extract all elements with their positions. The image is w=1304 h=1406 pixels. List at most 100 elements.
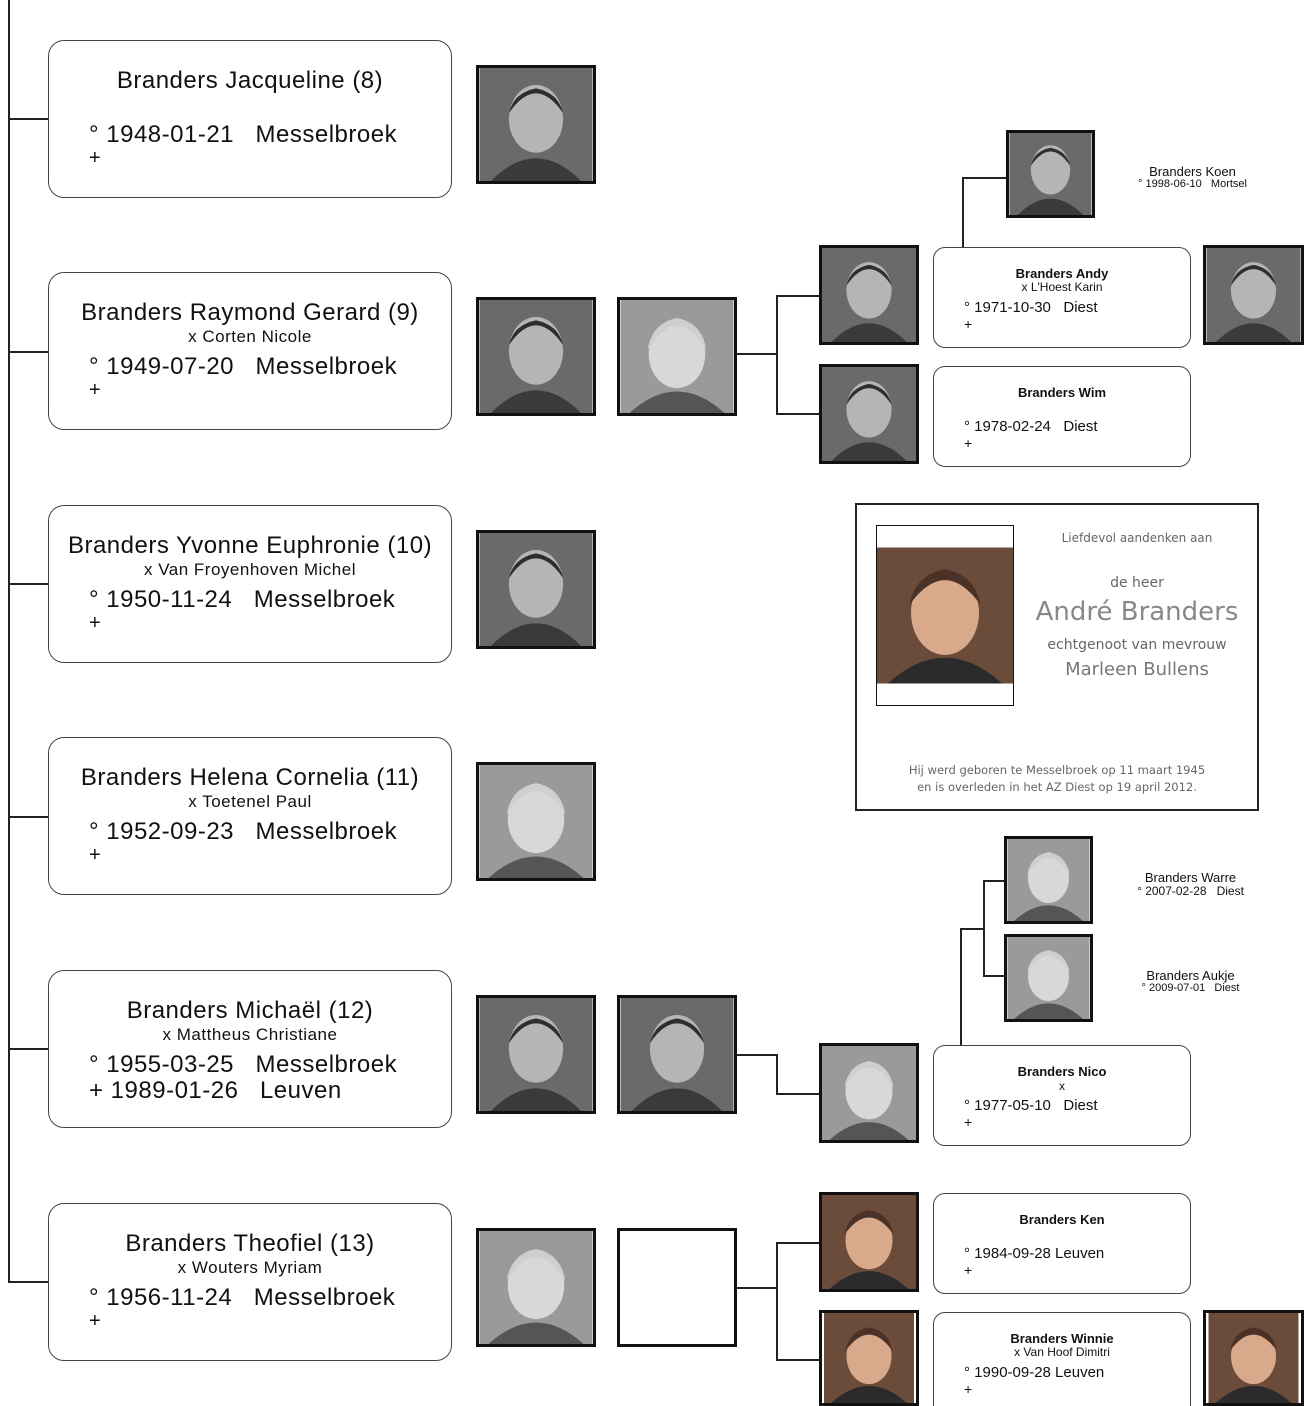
photo-yvonne [476,530,596,649]
branch-theofiel-vertical [776,1242,778,1360]
person-card-winnie: Branders Winnie x Van Hoof Dimitri ° 199… [933,1312,1191,1406]
person-card-yvonne: Branders Yvonne Euphronie (10) x Van Fro… [48,505,452,663]
memorial-footer-1: Hij werd geboren te Messelbroek op 11 ma… [908,763,1206,777]
branch-to-ken [776,1242,820,1244]
birth-line: ° 1971-10-30 Diest [964,299,1098,316]
person-name: Branders Helena Cornelia (11) [80,764,420,791]
person-name: Branders Theofiel (13) [125,1230,375,1257]
connector-child-6 [8,1281,48,1283]
death-line: + [964,1381,973,1397]
death-line: + [964,316,973,332]
death-line: + [89,844,102,866]
spouse-line: x Wouters Myriam [177,1258,323,1277]
photo-spouse-christiane [617,995,737,1114]
branch-to-winnie [776,1359,820,1361]
branch-nico-up [960,928,962,1045]
great-grandchild-name-koen: Branders Koen [1149,164,1236,179]
memorial-spouse: Marleen Bullens [1065,659,1209,680]
connector-child-1 [8,118,48,120]
branch-raymond [737,353,777,355]
branch-to-wim [776,413,820,415]
person-name: Branders Ken [1019,1212,1105,1227]
person-card-helena: Branders Helena Cornelia (11) x Toetenel… [48,737,452,895]
person-name: Branders Raymond Gerard (9) [81,299,419,326]
branch-nico-vertical [983,880,985,976]
spouse-line: x Van Froyenhoven Michel [143,560,356,579]
photo-spouse-myriam-empty [617,1228,737,1347]
person-name: Branders Wim [1017,385,1107,400]
spouse-line: x Van Hoof Dimitri [1014,1345,1110,1359]
photo-wim [819,364,919,464]
death-line: + 1989-01-26 Leuven [89,1077,342,1104]
person-card-nico: Branders Nico x ° 1977-05-10 Diest + [933,1045,1191,1146]
trunk-line [8,0,10,1283]
connector-child-3 [8,583,48,585]
spouse-line: x [1059,1079,1065,1093]
photo-aukje [1004,934,1093,1022]
death-line: + [964,435,973,451]
birth-line: ° 1956-11-24 Messelbroek [89,1284,396,1311]
person-name: Branders Nico [1017,1064,1107,1079]
branch-michael [737,1054,777,1056]
birth-line: ° 1950-11-24 Messelbroek [89,586,396,613]
branch-raymond-vertical [776,295,778,414]
birth-line: ° 1949-07-20 Messelbroek [89,353,398,380]
spouse-line: x Corten Nicole [188,327,312,346]
great-grandchild-birth-koen: ° 1998-06-10 Mortsel [1138,178,1247,190]
memorial-card: Liefdevol aandenken aan de heer André Br… [855,503,1259,811]
great-grandchild-name-aukje: Branders Aukje [1146,968,1235,983]
person-card-michael: Branders Michaël (12) x Mattheus Christi… [48,970,452,1128]
photo-andy [819,245,919,345]
photo-warre [1004,836,1093,924]
person-name: Branders Michaël (12) [126,997,374,1024]
memorial-line2: de heer [1110,575,1164,591]
death-line: + [89,612,102,634]
branch-to-nico [776,1093,820,1095]
person-card-theofiel: Branders Theofiel (13) x Wouters Myriam … [48,1203,452,1361]
birth-line: ° 1977-05-10 Diest [964,1097,1098,1114]
branch-to-koen [962,177,1007,179]
person-card-wim: Branders Wim ° 1978-02-24 Diest + [933,366,1191,467]
memorial-footer-2: en is overleden in het AZ Diest op 19 ap… [917,780,1197,794]
photo-theofiel [476,1228,596,1347]
photo-raymond [476,297,596,416]
photo-koen [1006,130,1095,218]
photo-jacqueline [476,65,596,184]
branch-to-warre [983,880,1005,882]
branch-to-aukje [983,975,1005,977]
spouse-line: x Toetenel Paul [188,792,312,811]
death-line: + [89,379,102,401]
death-line: + [964,1114,973,1130]
photo-winnie [819,1310,919,1406]
branch-nico-mid [960,928,984,930]
great-grandchild-birth-warre: ° 2007-02-28 Diest [1137,884,1244,898]
person-card-jacqueline: Branders Jacqueline (8) ° 1948-01-21 Mes… [48,40,452,198]
person-card-ken: Branders Ken ° 1984-09-28 Leuven + [933,1193,1191,1294]
branch-michael-vertical [776,1054,778,1094]
birth-line: ° 1955-03-25 Messelbroek [89,1051,398,1078]
death-line: + [964,1262,973,1278]
person-card-andy: Branders Andy x L'Hoest Karin ° 1971-10-… [933,247,1191,348]
branch-theofiel [737,1287,777,1289]
person-name: Branders Andy [1015,266,1109,281]
photo-spouse-nicole [617,297,737,416]
birth-line: ° 1948-01-21 Messelbroek [89,121,398,148]
photo-nico [819,1043,919,1143]
memorial-name: André Branders [1035,597,1239,627]
great-grandchild-name-warre: Branders Warre [1144,870,1237,885]
memorial-line1: Liefdevol aandenken aan [1061,531,1213,545]
person-name: Branders Jacqueline (8) [116,67,384,94]
memorial-line3: echtgenoot van mevrouw [1047,637,1227,653]
great-grandchild-birth-aukje: ° 2009-07-01 Diest [1141,982,1240,994]
person-name: Branders Yvonne Euphronie (10) [67,532,433,559]
birth-line: ° 1978-02-24 Diest [964,418,1098,435]
person-name: Branders Winnie [1010,1331,1114,1346]
photo-ken [819,1192,919,1292]
death-line: + [89,1310,102,1332]
spouse-line: x L'Hoest Karin [1021,280,1103,294]
connector-child-5 [8,1048,48,1050]
branch-andy-up [962,177,964,247]
birth-line: ° 1990-09-28 Leuven [964,1364,1105,1381]
death-line: + [89,147,102,169]
photo-helena [476,762,596,881]
